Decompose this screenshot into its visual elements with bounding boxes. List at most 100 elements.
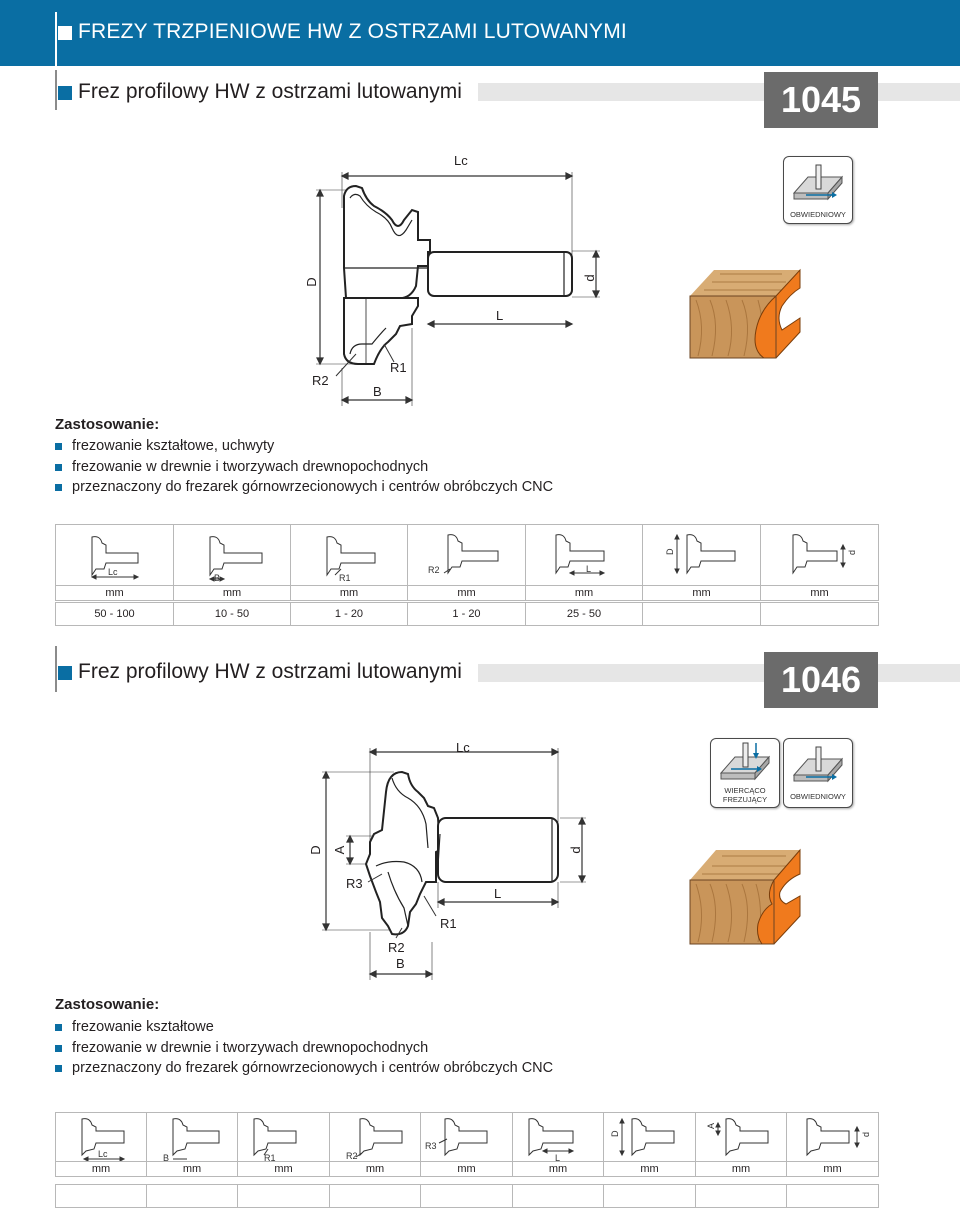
profile-wood-illustration <box>689 268 801 359</box>
mini-cutter-icon: B <box>163 1118 220 1161</box>
table-cell: 25 - 50 <box>525 602 643 626</box>
column-label: R3 <box>425 1141 437 1151</box>
column-label: B <box>214 573 220 583</box>
column-icon-R1: R1 <box>290 524 408 586</box>
bullet-icon <box>55 463 62 471</box>
table-row <box>55 1184 879 1208</box>
unit-cell: mm <box>146 1161 238 1177</box>
cutter-drawing-1046: Lc D A d L R3 R1 R2 B <box>308 740 586 980</box>
unit-cell: mm <box>290 585 408 601</box>
column-icon-A: A <box>695 1112 787 1162</box>
dim-label-R1: R1 <box>390 360 407 375</box>
spec-values-1046 <box>55 1184 879 1208</box>
unit-cell: mm <box>329 1161 421 1177</box>
table-cell: 10 - 50 <box>173 602 291 626</box>
unit-cell: mm <box>760 585 879 601</box>
unit-cell: mm <box>512 1161 604 1177</box>
product-code: 1045 <box>764 72 878 128</box>
mini-cutter-icon: A <box>706 1118 769 1157</box>
usage-item: frezowanie w drewnie i tworzywach drewno… <box>55 1038 675 1059</box>
column-icon-D: D <box>603 1112 696 1162</box>
column-label: d <box>847 550 857 555</box>
table-cell: 50 - 100 <box>55 602 174 626</box>
table-cell <box>512 1184 604 1208</box>
unit-cell: mm <box>786 1161 879 1177</box>
dim-label-L: L <box>494 886 501 901</box>
dim-label-B: B <box>373 384 382 399</box>
unit-cell: mm <box>525 585 643 601</box>
unit-cell: mm <box>237 1161 330 1177</box>
mini-cutter-icon: L <box>555 534 606 576</box>
usage-heading: Zastosowanie: <box>55 996 160 1013</box>
product-code: 1046 <box>764 652 878 708</box>
mini-cutter-icon: d <box>806 1118 871 1157</box>
header-divider <box>55 12 57 66</box>
mini-cutter-icon: R1 <box>326 536 376 583</box>
dim-label-R2: R2 <box>388 940 405 955</box>
usage-list: frezowanie kształtowe frezowanie w drewn… <box>55 1017 675 1079</box>
spec-values-1045: 50 - 100 10 - 50 1 - 20 1 - 20 25 - 50 <box>55 602 879 626</box>
table-cell <box>642 602 761 626</box>
usage-item: frezowanie w drewnie i tworzywach drewno… <box>55 457 675 478</box>
dim-label-D: D <box>304 277 319 286</box>
badge-contour: OBWIEDNIOWY <box>783 738 853 808</box>
bullet-icon <box>55 484 62 492</box>
column-icon-d: d <box>786 1112 879 1162</box>
table-cell <box>603 1184 696 1208</box>
column-icon-d: d <box>760 524 879 586</box>
spec-table-1046: Lc B R1 R2 R3 L D A d mm mm mm mm mm mm … <box>55 1112 879 1177</box>
table-cell <box>760 602 879 626</box>
column-icon-B: B <box>173 524 291 586</box>
contour-milling-icon <box>792 164 844 201</box>
cutter-drawing-1045: Lc D d L R1 R2 B <box>304 153 600 406</box>
column-icon-B: B <box>146 1112 238 1162</box>
column-icon-R2: R2 <box>329 1112 421 1162</box>
column-label: R2 <box>346 1151 358 1161</box>
usage-item: frezowanie kształtowe <box>55 1017 675 1038</box>
column-label: d <box>861 1132 871 1137</box>
badge-label: OBWIEDNIOWY <box>790 792 846 801</box>
bullet-icon <box>55 1044 62 1052</box>
usage-item: frezowanie kształtowe, uchwyty <box>55 436 675 457</box>
column-icon-L: L <box>525 524 643 586</box>
table-cell <box>237 1184 330 1208</box>
dim-label-Lc: Lc <box>454 153 468 168</box>
section-square-icon <box>58 666 72 680</box>
column-label: L <box>555 1153 560 1161</box>
dim-label-A: A <box>332 845 347 854</box>
column-label: B <box>163 1153 169 1161</box>
column-label: Lc <box>98 1149 108 1159</box>
usage-list: frezowanie kształtowe, uchwyty frezowani… <box>55 436 675 498</box>
dim-label-B: B <box>396 956 405 971</box>
unit-cell: mm <box>55 585 174 601</box>
dim-label-R3: R3 <box>346 876 363 891</box>
mini-cutter-icon: L <box>528 1118 575 1161</box>
column-icon-Lc: Lc <box>55 1112 147 1162</box>
table-cell <box>695 1184 787 1208</box>
section-title-bar <box>478 83 960 101</box>
mini-cutter-icon: R2 <box>428 534 499 575</box>
table-cell <box>146 1184 238 1208</box>
section-title: Frez profilowy HW z ostrzami lutowanymi <box>78 80 462 103</box>
unit-cell: mm <box>642 585 761 601</box>
mini-cutter-icon: D <box>610 1117 675 1157</box>
table-cell <box>420 1184 513 1208</box>
dim-label-R2: R2 <box>312 373 329 388</box>
section-divider <box>55 70 57 110</box>
table-cell <box>55 1184 147 1208</box>
column-label: Lc <box>108 567 118 577</box>
dim-label-d: d <box>582 274 597 281</box>
badge-label: OBWIEDNIOWY <box>790 210 846 219</box>
column-label: D <box>665 548 675 555</box>
unit-cell: mm <box>55 1161 147 1177</box>
table-cell: 1 - 20 <box>407 602 526 626</box>
mini-cutter-icon: D <box>665 533 736 575</box>
dim-label-L: L <box>496 308 503 323</box>
usage-heading: Zastosowanie: <box>55 416 160 433</box>
column-label: D <box>610 1130 620 1137</box>
header-square-icon <box>58 26 72 40</box>
unit-cell: mm <box>407 585 526 601</box>
mini-cutter-icon: R2 <box>346 1118 403 1161</box>
mini-cutter-icon: B <box>208 536 263 583</box>
mini-cutter-icon: d <box>792 534 857 575</box>
